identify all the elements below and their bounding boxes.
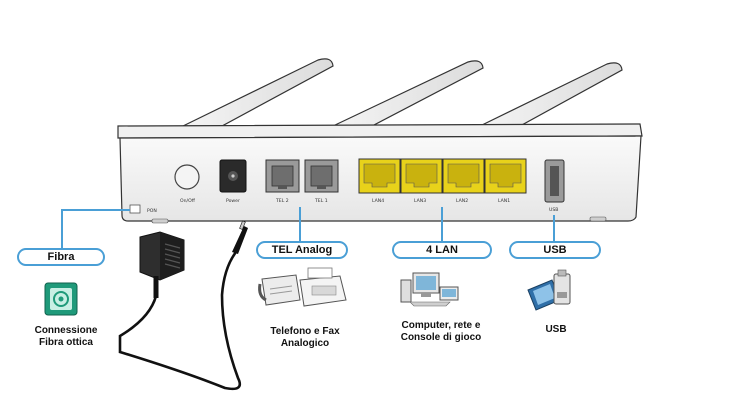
phone-fax-icon	[258, 267, 347, 307]
callout-lines	[61, 207, 555, 249]
tel-caption: Telefono e Fax Analogico	[250, 326, 360, 350]
fibra-callout-line	[61, 209, 130, 249]
usb-port[interactable]	[544, 159, 565, 203]
antenna-2	[332, 60, 484, 127]
antenna-1	[182, 58, 334, 127]
usb-callout-label: USB	[509, 241, 601, 259]
usb-storage-icon	[527, 269, 571, 311]
tel1-label: TEL 1	[314, 198, 328, 204]
tel-analog-callout-label: TEL Analog	[256, 241, 348, 259]
router-antennas	[182, 58, 623, 127]
fibra-caption-line2: Fibra ottica	[39, 337, 93, 348]
pon-port-label: PON	[147, 208, 157, 214]
lan3-port[interactable]	[400, 158, 443, 194]
computer-network-icon	[400, 272, 459, 307]
router-ports: PON On/Off Power TEL 2 TEL 1 LAN4 LAN3	[129, 158, 565, 214]
fiber-connector-icon	[44, 282, 78, 316]
fibra-caption-line1: Connessione	[34, 325, 98, 336]
fibra-caption: Connessione Fibra ottica	[16, 325, 116, 349]
usb-caption: USB	[526, 324, 586, 336]
fibra-callout-label: Fibra	[17, 248, 105, 266]
lan1-label: LAN1	[498, 198, 510, 204]
lan2-label: LAN2	[456, 198, 468, 204]
lan3-label: LAN3	[414, 198, 426, 204]
onoff-button[interactable]	[174, 164, 200, 190]
power-label: Power	[226, 198, 240, 204]
power-cable	[118, 220, 248, 391]
usb-caption-line1: USB	[545, 324, 567, 335]
tel-caption-line2: Analogico	[280, 338, 330, 349]
pon-port[interactable]	[129, 204, 141, 214]
dc-plug	[232, 226, 248, 254]
tel2-port[interactable]	[265, 159, 300, 193]
lan4-label: LAN4	[372, 198, 384, 204]
tel-caption-line1: Telefono e Fax	[270, 326, 340, 337]
tel2-label: TEL 2	[275, 198, 289, 204]
tel1-port[interactable]	[304, 159, 339, 193]
lan2-port[interactable]	[442, 158, 485, 194]
usb-label: USB	[549, 207, 558, 213]
lan-caption-line1: Computer, rete e	[401, 320, 481, 331]
lan4-port[interactable]	[358, 158, 401, 194]
lan-callout-label: 4 LAN	[392, 241, 492, 259]
power-adapter-icon	[139, 231, 185, 298]
lan-caption-line2: Console di gioco	[400, 332, 482, 343]
antenna-3	[479, 62, 623, 127]
lan-caption: Computer, rete e Console di gioco	[376, 320, 506, 344]
lan1-port[interactable]	[484, 158, 527, 194]
onoff-label: On/Off	[180, 198, 196, 204]
